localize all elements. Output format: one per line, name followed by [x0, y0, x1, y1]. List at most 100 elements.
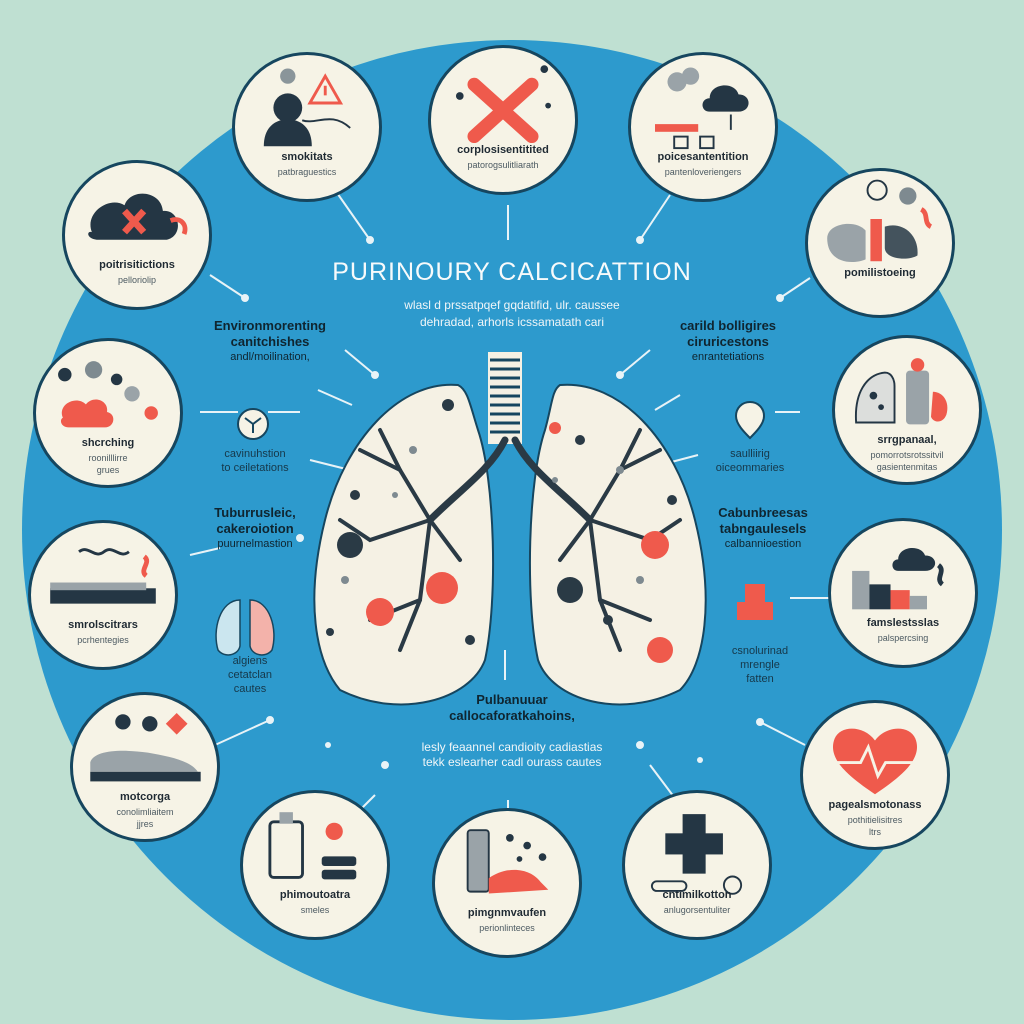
shield-icon: [734, 400, 766, 440]
label-line: carild bolligires: [679, 318, 777, 333]
bubble-subtitle-2: ltrs: [869, 827, 881, 837]
lungs-illustration: [313, 352, 707, 706]
bubble-title: poitrisitictions: [99, 259, 175, 271]
bubble-pagealsmotonass: pagealsmotonass pothitielisitres ltrs: [800, 700, 950, 850]
bubble-corplosisentitited: corplosisentitited patorogsulitliarath: [428, 45, 578, 195]
label-line: algiens: [232, 655, 268, 667]
bubble-phimoutoatra: phimoutoatra smeles: [240, 790, 390, 940]
label-line: Cabunbreesas: [718, 505, 808, 520]
bubble-motcorga: motcorga conolimliaitem jjres: [70, 692, 220, 842]
bubble-subtitle: perionlinteces: [479, 923, 535, 933]
label-line: cautes: [233, 682, 267, 695]
label-line: to ceiletations: [221, 461, 289, 474]
bubble-famslestsslas: famslestsslas palspercsing: [828, 518, 978, 668]
bubble-title: srrgpanaal,: [877, 434, 937, 446]
text-line: lesly feaannel candioity cadiastias: [421, 740, 603, 754]
heading-line: callocaforatkahoins,: [449, 708, 575, 724]
bubble-subtitle: conolimliaitem: [116, 807, 174, 817]
label-line: ciruricestons: [687, 334, 769, 350]
red-x-icon: [455, 65, 551, 144]
label-line: andl/moilination,: [230, 350, 310, 363]
smoke-cloud-x-icon: [88, 193, 188, 240]
heart-pulse-icon: [822, 728, 928, 795]
page-title: PURINOURY CALCICATTION: [332, 258, 692, 286]
bubble-subtitle: patbraguestics: [277, 167, 337, 177]
label-line: canitchishes: [230, 334, 310, 350]
label-cavinuhstion: cavinuhstion to ceiletations: [200, 448, 310, 476]
bubble-subtitle: palspercsing: [877, 633, 929, 643]
label-carild-bolligires: carild bolligires ciruricestons enrantet…: [648, 318, 808, 364]
label-line: fatten: [746, 672, 774, 685]
bubble-title: motcorga: [119, 791, 171, 803]
label-line: Tuburrusleic,: [214, 505, 296, 520]
bubble-title: pimgnmvaufen: [467, 907, 547, 919]
label-saulliirig: saulliirig oiceommaries: [695, 448, 805, 476]
bubble-title: famslestsslas: [866, 617, 940, 629]
bubble-subtitle: pelloriolip: [117, 275, 157, 285]
label-algiens: algiens cetatclan cautes: [210, 655, 290, 696]
center-bottom-text: lesly feaannel candioity cadiastias tekk…: [352, 740, 672, 770]
text-line: tekk eslearher cadl ourass cautes: [422, 755, 602, 769]
particles-cloud-icon: [58, 361, 158, 428]
label-line: puurnelmastion: [217, 537, 293, 550]
bubble-subtitle-2: jjres: [136, 819, 154, 829]
heading-line: Pulbanuuar: [476, 692, 548, 707]
bubble-title: smokitats: [281, 151, 333, 163]
lung-xray-icon: [855, 358, 948, 425]
label-line: enrantetiations: [691, 350, 765, 363]
factory-smoke-icon: [852, 547, 945, 610]
pollution-blocks-icon: [90, 712, 201, 782]
plus-icon: [737, 584, 773, 620]
inhaler-bottle-icon: [268, 812, 357, 880]
bubble-title: pomilistoeing: [844, 267, 916, 279]
label-line: cetatclan: [227, 668, 273, 681]
bubble-subtitle: anlugorsentuliter: [663, 905, 731, 915]
main-circle: [22, 40, 1002, 1020]
bubble-pomilistoeing: pomilistoeing: [805, 168, 955, 318]
center-bottom-heading: Pulbanuuar callocaforatkahoins,: [362, 692, 662, 725]
label-line: tabngaulesels: [719, 521, 807, 537]
smoke-wave-icon: [50, 548, 156, 604]
inhaler-pipe-icon: [466, 829, 549, 894]
subtitle-line-1: wlasl d prssatpqef gqdatifid, ulr. causs…: [404, 298, 620, 312]
label-line: calbannioestion: [724, 537, 802, 550]
fan-icon: [237, 408, 269, 440]
label-csnolurinad: csnolurinad mrengle fatten: [705, 645, 815, 686]
label-line: Environmorenting: [214, 318, 326, 333]
lung-icon: [215, 599, 275, 656]
bubble-subtitle: pcrhentegies: [77, 635, 129, 645]
bubble-cntimilkotton: cntimilkotton anlugorsentuliter: [622, 790, 772, 940]
medical-cross-icon: [650, 814, 743, 895]
label-line: saulliirig: [730, 448, 770, 460]
trachea: [488, 352, 522, 444]
bubble-subtitle: patorogsulitliarath: [467, 160, 539, 170]
bubble-smrolscitrars: smrolscitrars pcrhentegies: [28, 520, 178, 670]
bubble-subtitle: pothitielisitres: [847, 815, 903, 825]
bubble-title: shcrching: [81, 437, 135, 449]
bubble-subtitle-2: gasientenmitas: [876, 462, 938, 472]
bubble-subtitle-2: grues: [96, 465, 120, 475]
bubble-title: poicesantentition: [657, 151, 749, 163]
left-lung: [313, 383, 495, 706]
lungs-smoke-icon: [827, 179, 933, 263]
bubble-title: cntimilkotton: [662, 889, 732, 901]
bubble-title: corplosisentitited: [457, 144, 549, 156]
bubble-title: pagealsmotonass: [828, 799, 922, 811]
label-line: cakeroiotion: [216, 521, 294, 537]
bubble-title: phimoutoatra: [279, 889, 351, 901]
label-line: mrengle: [740, 658, 780, 671]
bubble-poitrisitictions: poitrisitictions pelloriolip: [62, 160, 212, 310]
bubble-shcrching: shcrching roonilllirre grues: [33, 338, 183, 488]
factory-cloud-icon: [655, 67, 749, 150]
bubble-subtitle: roonilllirre: [88, 453, 128, 463]
right-lung: [528, 383, 707, 706]
bubble-srrgpanaal: srrgpanaal, pomorrotsrotssitvil gasiente…: [832, 335, 982, 485]
label-line: cavinuhstion: [224, 448, 286, 460]
bubble-poicesantentition: poicesantentition pantenloveriengers: [628, 52, 778, 202]
subtitle-line-2: dehradad, arhorls icssamatath cari: [419, 315, 605, 329]
label-cabunbreesas: Cabunbreesas tabngaulesels calbannioesti…: [688, 505, 838, 551]
bubble-subtitle: smeles: [300, 905, 330, 915]
bubble-subtitle: pantenloveriengers: [664, 167, 742, 177]
label-environmorenting: Environmorenting canitchishes andl/moili…: [180, 318, 360, 364]
bubble-pimgnmvaufen: pimgnmvaufen perionlinteces: [432, 808, 582, 958]
